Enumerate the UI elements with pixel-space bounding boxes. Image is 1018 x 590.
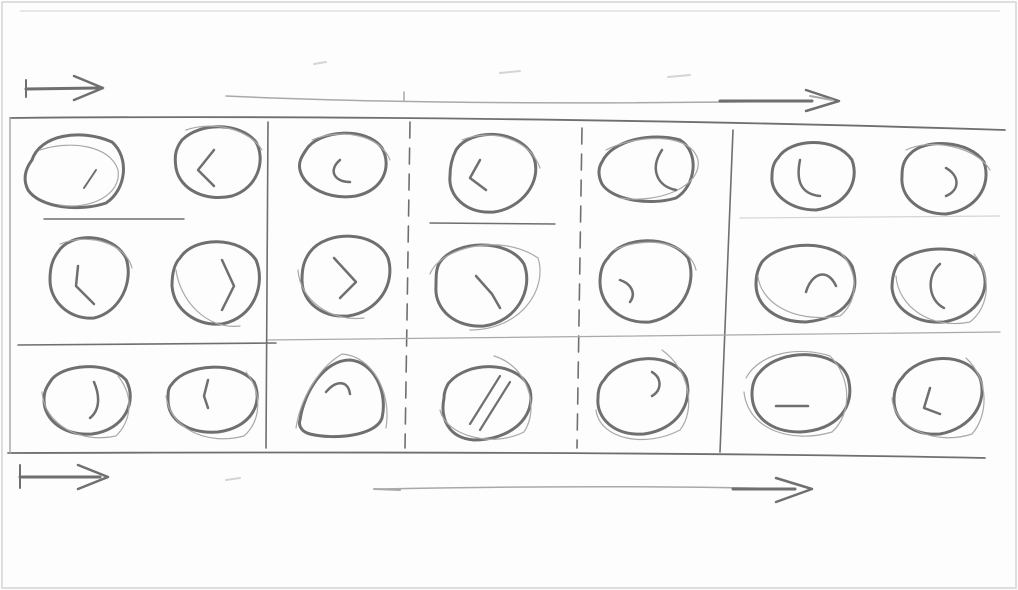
rock-sketch [430, 245, 540, 330]
rock-sketch [25, 135, 123, 208]
group-divider-4 [720, 130, 733, 452]
faint-mark [500, 71, 520, 73]
row-divider [18, 343, 276, 345]
top-start-arrow [26, 76, 103, 100]
faint-mark [668, 75, 690, 77]
faint-mark [226, 478, 240, 480]
rock-sketch [744, 351, 850, 436]
row-divider [740, 216, 1000, 218]
rock-sketch [50, 238, 132, 318]
faint-mark [374, 489, 400, 490]
rock-sketch [596, 350, 689, 440]
rock-sketch [600, 241, 696, 322]
grid-bottom-line [8, 453, 985, 458]
top-long-arrow [226, 90, 839, 111]
group-divider-1 [266, 122, 268, 448]
bottom-start-arrow [20, 465, 108, 489]
grid-top-line [10, 117, 1005, 130]
rock-sketch [756, 245, 855, 322]
group-divider-3 [577, 128, 582, 448]
rock-sketch [298, 236, 390, 318]
rock-sketch [172, 242, 259, 327]
rock-sketch [772, 143, 854, 211]
rock-sketch [175, 126, 262, 197]
rock-sketch [450, 134, 540, 212]
faint-mark [314, 62, 326, 64]
rock-sketch [892, 358, 984, 438]
rock-sketch [299, 133, 390, 197]
rock-sketch [296, 354, 387, 437]
rock-sketch [599, 137, 698, 202]
rock-sketch [902, 144, 990, 214]
rock-sketch [892, 249, 986, 324]
rock-sketch [166, 367, 258, 439]
rock-sketch [42, 367, 130, 438]
rock-sketch [440, 356, 531, 440]
bottom-long-arrow [380, 478, 812, 502]
row-divider [268, 332, 1000, 340]
row-divider [430, 223, 555, 224]
group-divider-2 [405, 122, 410, 448]
